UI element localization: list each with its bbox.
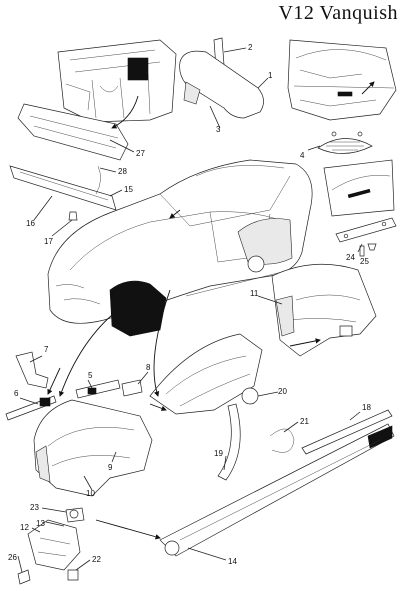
front-brackets (5, 351, 143, 421)
callout-15: 15 (124, 185, 133, 194)
leader-lines (17, 47, 363, 573)
callout-14: 14 (228, 557, 237, 566)
callout-9: 9 (108, 463, 113, 472)
callout-19: 19 (214, 449, 223, 458)
callout-24: 24 (346, 253, 355, 262)
callout-16: 16 (26, 219, 35, 228)
rear-badge-mark (337, 91, 353, 97)
callout-27: 27 (136, 149, 145, 158)
sill-strip (301, 409, 393, 455)
mirror-assembly (179, 37, 264, 119)
callout-26: 26 (8, 553, 17, 562)
front-wheel-arch-liner (33, 399, 153, 497)
rear-badge (317, 131, 373, 154)
callout-28: 28 (118, 167, 127, 176)
callout-21: 21 (300, 417, 309, 426)
callout-4: 4 (300, 151, 305, 160)
diagram-title: V12 Vanquish (278, 2, 398, 24)
callout-6: 6 (14, 389, 19, 398)
lower-splash-shield (149, 333, 263, 415)
callout-18: 18 (362, 403, 371, 412)
callout-11: 11 (250, 289, 259, 298)
callout-17: 17 (44, 237, 53, 246)
callout-numbers: 1 2 3 4 27 28 15 16 17 24 25 11 7 6 5 8 … (8, 43, 371, 566)
callout-5: 5 (88, 371, 93, 380)
callout-23: 23 (30, 503, 39, 512)
lower-fixings (17, 507, 85, 585)
callout-8: 8 (146, 363, 151, 372)
callout-1: 1 (268, 71, 273, 80)
callout-7: 7 (44, 345, 49, 354)
engine-bay-panel (9, 103, 129, 221)
callout-12: 12 (20, 523, 29, 532)
side-strip (335, 217, 397, 257)
rear-wheel-arch-liner (271, 263, 377, 357)
side-strip-inset (323, 159, 395, 217)
callout-13: 13 (36, 519, 45, 528)
callout-22: 22 (92, 555, 101, 564)
highlighted-area (127, 57, 149, 81)
callout-3: 3 (216, 125, 221, 134)
sill-panel (159, 423, 395, 557)
rear-view-inset (287, 39, 397, 121)
interior-inset (57, 39, 177, 123)
callout-10: 10 (86, 489, 95, 498)
connector-arrows (47, 81, 375, 540)
callout-20: 20 (278, 387, 287, 396)
callout-25: 25 (360, 257, 369, 266)
car-body (47, 159, 313, 337)
drain-hose (217, 387, 295, 481)
callout-2: 2 (248, 43, 253, 52)
